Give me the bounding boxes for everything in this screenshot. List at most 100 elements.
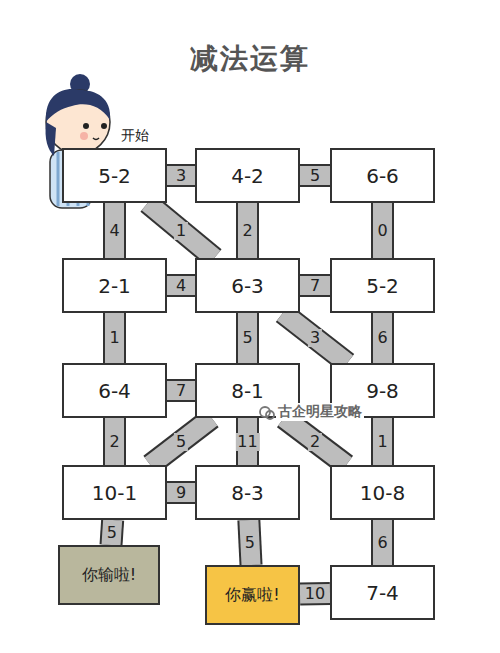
box-text: 你赢啦! xyxy=(225,585,279,606)
expression-box: 4-2 xyxy=(195,148,300,203)
band-outline xyxy=(167,164,195,187)
step-number: 4 xyxy=(107,222,121,240)
band-outline xyxy=(167,274,195,297)
step-number: 5 xyxy=(105,524,119,542)
expression-box: 6-3 xyxy=(195,258,300,313)
band-outline xyxy=(371,520,394,565)
band-fill xyxy=(167,483,195,502)
step-number: 6 xyxy=(375,534,389,552)
step-number: 5 xyxy=(308,167,322,185)
band-fill xyxy=(105,203,124,258)
band-outline xyxy=(371,418,394,465)
band-fill xyxy=(238,313,257,363)
box-text: 6-3 xyxy=(231,274,264,298)
band-outline xyxy=(167,379,195,402)
expression-box: 8-3 xyxy=(195,465,300,520)
expression-box: 7-4 xyxy=(330,565,435,620)
expression-box: 5-2 xyxy=(330,258,435,313)
start-label: 开始 xyxy=(121,127,149,145)
box-text: 8-3 xyxy=(231,481,264,505)
box-text: 2-1 xyxy=(98,274,131,298)
band-fill xyxy=(238,203,257,258)
band-outline xyxy=(103,418,126,465)
path-band xyxy=(150,418,211,465)
page-title: 减法运算 xyxy=(0,40,500,78)
band-fill xyxy=(105,313,124,363)
path-band xyxy=(148,203,215,258)
box-text: 5-2 xyxy=(366,274,399,298)
band-fill xyxy=(300,276,330,295)
step-number: 7 xyxy=(308,277,322,295)
step-number: 3 xyxy=(308,329,322,347)
band-outline xyxy=(236,418,259,465)
expression-box: 10-1 xyxy=(62,465,167,520)
band-outline xyxy=(371,203,394,258)
band-fill xyxy=(167,276,195,295)
watermark-icon xyxy=(258,404,276,422)
step-number: 10 xyxy=(303,585,327,603)
band-fill xyxy=(283,313,347,363)
box-text: 7-4 xyxy=(366,581,399,605)
step-number: 5 xyxy=(240,329,254,347)
box-text: 6-4 xyxy=(98,379,131,403)
result-box: 你输啦! xyxy=(58,545,160,605)
step-number: 3 xyxy=(174,167,188,185)
band-outline xyxy=(103,203,126,258)
step-number: 1 xyxy=(375,433,389,451)
band-fill xyxy=(167,381,195,400)
band-outline xyxy=(236,203,259,258)
band-outline xyxy=(150,418,211,465)
band-fill xyxy=(148,203,215,258)
box-text: 6-6 xyxy=(366,164,399,188)
band-outline xyxy=(236,313,259,363)
step-number: 7 xyxy=(174,382,188,400)
band-fill xyxy=(373,418,392,465)
band-fill xyxy=(105,418,124,465)
band-fill xyxy=(167,166,195,185)
band-fill xyxy=(284,418,346,465)
box-text: 10-1 xyxy=(92,481,137,505)
step-number: 0 xyxy=(375,222,389,240)
band-outline xyxy=(167,481,195,504)
step-number: 5 xyxy=(243,534,257,552)
box-text: 4-2 xyxy=(231,164,264,188)
band-outline xyxy=(371,313,394,363)
box-text: 10-8 xyxy=(360,481,405,505)
path-band xyxy=(284,418,346,465)
band-outline xyxy=(283,313,347,363)
band-outline xyxy=(103,313,126,363)
band-fill xyxy=(150,418,211,465)
band-outline xyxy=(300,582,330,606)
band-fill xyxy=(300,166,330,185)
band-fill xyxy=(300,584,330,604)
expression-box: 10-8 xyxy=(330,465,435,520)
band-outline xyxy=(300,274,330,297)
step-number: 6 xyxy=(375,329,389,347)
band-outline xyxy=(300,164,330,187)
step-number: 2 xyxy=(240,222,254,240)
step-number: 2 xyxy=(308,433,322,451)
expression-box: 5-2 xyxy=(62,148,167,203)
expression-box: 6-6 xyxy=(330,148,435,203)
band-fill xyxy=(373,203,392,258)
path-band xyxy=(283,313,347,363)
box-text: 8-1 xyxy=(231,379,264,403)
watermark: 古企明星攻略 xyxy=(276,403,364,421)
step-number: 5 xyxy=(174,433,188,451)
band-outline xyxy=(284,418,346,465)
expression-box: 2-1 xyxy=(62,258,167,313)
band-outline xyxy=(148,203,215,258)
band-fill xyxy=(373,313,392,363)
box-text: 你输啦! xyxy=(82,565,136,586)
step-number: 4 xyxy=(174,277,188,295)
step-number: 1 xyxy=(107,329,121,347)
box-text: 5-2 xyxy=(98,164,131,188)
step-number: 11 xyxy=(235,433,259,451)
step-number: 9 xyxy=(174,484,188,502)
expression-box: 6-4 xyxy=(62,363,167,418)
step-number: 2 xyxy=(107,433,121,451)
result-box: 你赢啦! xyxy=(205,565,300,625)
box-text: 9-8 xyxy=(366,379,399,403)
band-fill xyxy=(373,520,392,565)
